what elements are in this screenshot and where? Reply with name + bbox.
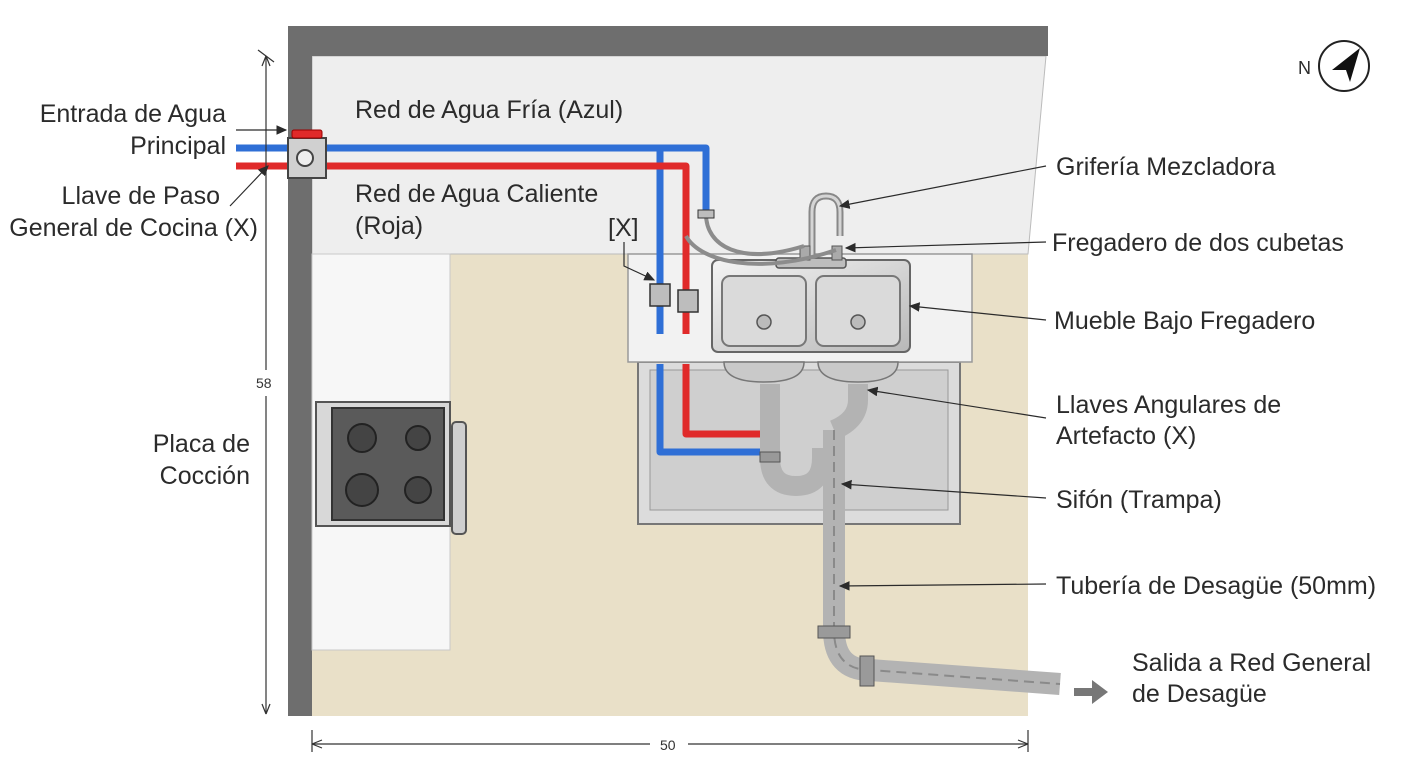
hot-water-pipe	[236, 162, 770, 438]
drain-pipe-label: Tubería de Desagüe (50mm)	[1056, 572, 1376, 600]
width-dimension-label: 50	[660, 737, 676, 753]
outlet-label-line2: de Desagüe	[1132, 680, 1267, 708]
angle-valves-label-line2: Artefacto (X)	[1056, 422, 1196, 450]
trap-label: Sifón (Trampa)	[1056, 486, 1222, 514]
dimension-lines	[257, 49, 1029, 752]
drain-assembly	[759, 384, 1108, 704]
mixer-tap-label: Grifería Mezcladora	[1056, 153, 1276, 181]
shutoff-label-line2: General de Cocina (X)	[9, 214, 258, 242]
main-inlet-label-line1: Entrada de Agua	[40, 100, 226, 128]
leader-lines	[229, 125, 1047, 591]
compass-label: N	[1298, 58, 1311, 78]
cold-network-label: Red de Agua Fría (Azul)	[355, 96, 623, 124]
double-sink	[711, 259, 911, 383]
cooktop-label-line2: Cocción	[160, 462, 250, 490]
angle-valves	[649, 209, 715, 313]
cooktop	[315, 401, 467, 535]
double-sink-label: Fregadero de dos cubetas	[1052, 229, 1344, 257]
cooktop-label-line1: Placa de	[153, 430, 250, 458]
flex-hoses	[684, 213, 837, 266]
shutoff-label-line1: Llave de Paso	[62, 182, 220, 210]
top-wall	[288, 26, 1048, 56]
height-dimension-label: 58	[256, 375, 272, 391]
text-labels: Entrada de Agua Principal Llave de Paso …	[9, 58, 1376, 753]
main-inlet-label-line2: Principal	[130, 132, 226, 160]
angle-valves-label-line1: Llaves Angulares de	[1056, 391, 1281, 419]
valve-mark-label: [X]	[608, 214, 639, 242]
hot-network-label-line1: Red de Agua Caliente	[355, 180, 598, 208]
main-shutoff-valve	[287, 129, 327, 179]
outlet-label-line1: Salida a Red General	[1132, 649, 1371, 677]
hot-network-label-line2: (Roja)	[355, 212, 423, 240]
compass-icon	[1318, 40, 1370, 92]
sink-cabinet-label: Mueble Bajo Fregadero	[1054, 307, 1315, 335]
